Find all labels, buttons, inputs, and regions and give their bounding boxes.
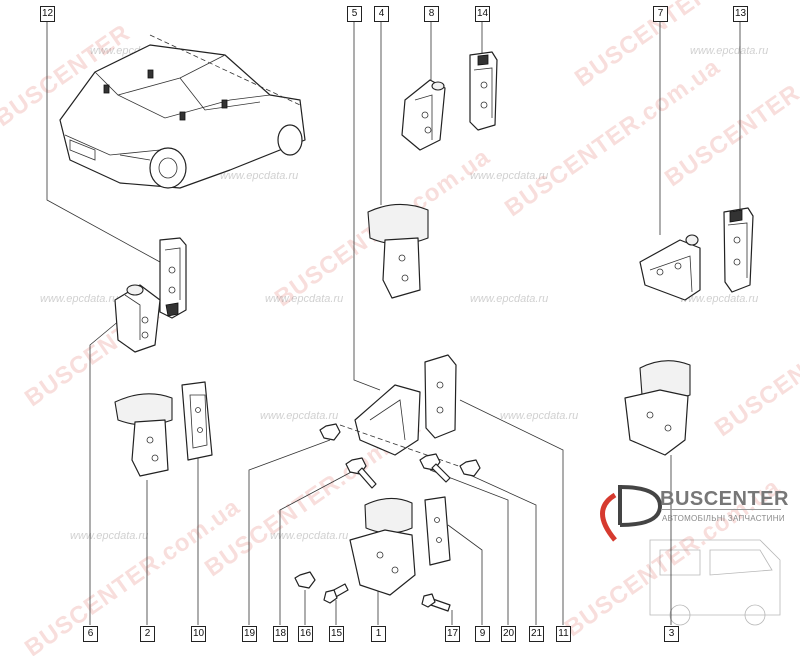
callout-8[interactable]: 8 (424, 6, 439, 22)
part-4-hinge (367, 203, 429, 299)
central-hinge-assembly (319, 354, 481, 489)
callout-3[interactable]: 3 (664, 626, 679, 642)
watermark-site: www.epcdata.ru (690, 45, 769, 57)
nut-21 (459, 459, 481, 477)
watermark-site: www.epcdata.ru (40, 293, 119, 305)
part-6-hinge (114, 284, 161, 353)
watermark-site: www.epcdata.ru (260, 410, 339, 422)
part-14-hinge (469, 51, 498, 131)
watermark-site: www.epcdata.ru (220, 170, 299, 182)
part-10-plate (181, 381, 213, 461)
callout-13[interactable]: 13 (733, 6, 748, 22)
callout-4[interactable]: 4 (374, 6, 389, 22)
watermark-site: www.epcdata.ru (265, 293, 344, 305)
callout-17[interactable]: 17 (445, 626, 460, 642)
part-7-hinge (639, 234, 701, 301)
callout-16[interactable]: 16 (298, 626, 313, 642)
callout-7[interactable]: 7 (653, 6, 668, 22)
nut-19 (319, 423, 341, 441)
logo-name: BUSCENTER (660, 488, 789, 510)
callout-14[interactable]: 14 (475, 6, 490, 22)
leader-lines (46, 22, 741, 625)
part-3-hinge (624, 360, 691, 456)
part-8-hinge (401, 79, 446, 151)
watermark-site: www.epcdata.ru (270, 530, 349, 542)
callout-1[interactable]: 1 (371, 626, 386, 642)
callout-5[interactable]: 5 (347, 6, 362, 22)
callout-6[interactable]: 6 (83, 626, 98, 642)
callout-2[interactable]: 2 (140, 626, 155, 642)
watermark-site: www.epcdata.ru (680, 293, 759, 305)
callout-15[interactable]: 15 (329, 626, 344, 642)
part-13-hinge (723, 207, 754, 293)
logo-tagline: АВТОМОБІЛЬНІ ЗАПЧАСТИНИ (662, 514, 785, 523)
watermark-site: www.epcdata.ru (70, 530, 149, 542)
callout-20[interactable]: 20 (501, 626, 516, 642)
watermark-site: www.epcdata.ru (500, 410, 579, 422)
watermark-site: www.epcdata.ru (470, 293, 549, 305)
part-1-hinge (294, 496, 451, 612)
nut-16 (294, 571, 316, 589)
bus-sketch (649, 539, 781, 626)
callout-10[interactable]: 10 (191, 626, 206, 642)
part-2-hinge (114, 393, 173, 477)
callout-21[interactable]: 21 (529, 626, 544, 642)
buscenter-logo-mark (600, 485, 781, 542)
part-12-hinge (159, 237, 187, 319)
callout-9[interactable]: 9 (475, 626, 490, 642)
watermark-site: www.epcdata.ru (470, 170, 549, 182)
car-illustration (59, 34, 306, 189)
callout-19[interactable]: 19 (242, 626, 257, 642)
callout-18[interactable]: 18 (273, 626, 288, 642)
callout-11[interactable]: 11 (556, 626, 571, 642)
callout-12[interactable]: 12 (40, 6, 55, 22)
